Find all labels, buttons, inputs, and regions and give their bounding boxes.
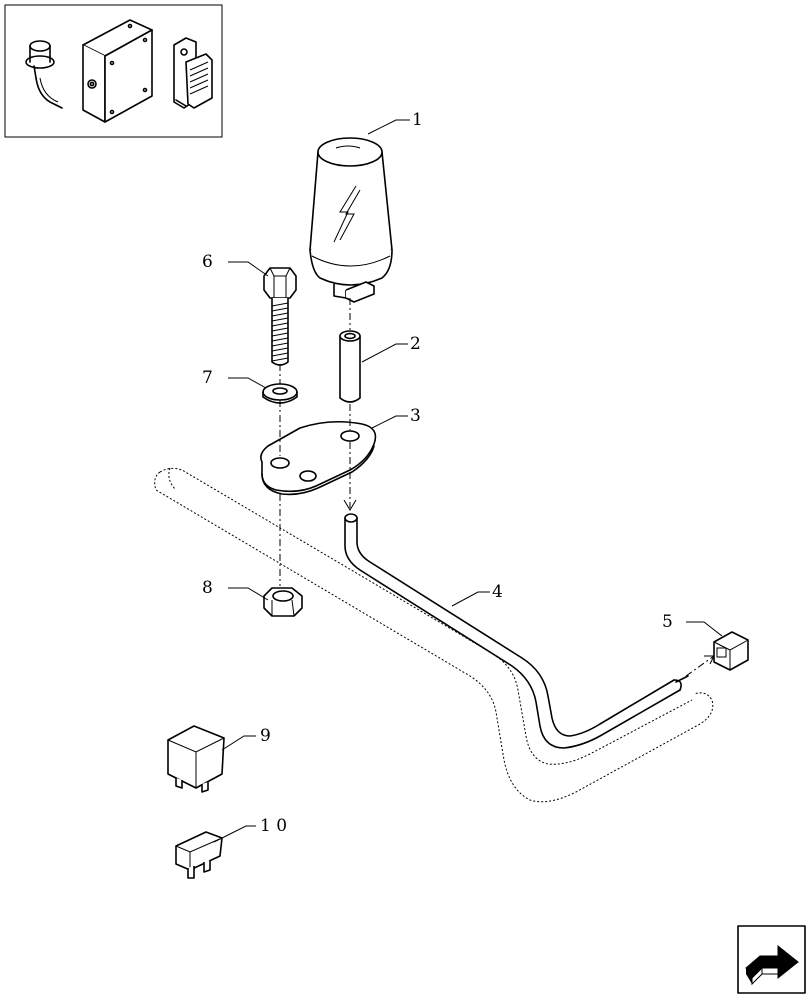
connector-plug-icon xyxy=(173,37,213,109)
callout-8: 8 xyxy=(202,578,213,598)
callout-3: 3 xyxy=(410,406,421,426)
inset-panel xyxy=(4,4,223,138)
mounting-plate-part xyxy=(260,420,377,496)
fuse-part xyxy=(175,831,223,879)
callout-10: 1 0 xyxy=(260,816,287,836)
machine-frame-phantom xyxy=(154,467,714,803)
bolt-part xyxy=(263,267,297,366)
callout-2: 2 xyxy=(410,334,421,354)
callout-labels: 1 2 3 4 5 6 7 8 9 1 0 xyxy=(202,110,673,836)
connector-block-part xyxy=(713,631,749,671)
callout-9: 9 xyxy=(260,726,271,746)
next-page-arrow-icon[interactable] xyxy=(737,925,806,994)
callout-1: 1 xyxy=(412,110,423,130)
leader-lines xyxy=(213,119,723,843)
proximity-sensor-icon xyxy=(25,40,63,109)
callout-4: 4 xyxy=(492,582,503,602)
spacer-tube-part xyxy=(339,330,361,403)
callout-6: 6 xyxy=(202,252,213,272)
nut-part xyxy=(263,587,303,617)
relay-part xyxy=(167,725,225,793)
cable-harness-part xyxy=(344,513,689,749)
callout-7: 7 xyxy=(202,368,213,388)
assembly-centerlines xyxy=(279,298,715,677)
control-box-icon xyxy=(82,19,153,123)
beacon-lamp-part xyxy=(309,137,393,303)
callout-5: 5 xyxy=(662,612,673,632)
